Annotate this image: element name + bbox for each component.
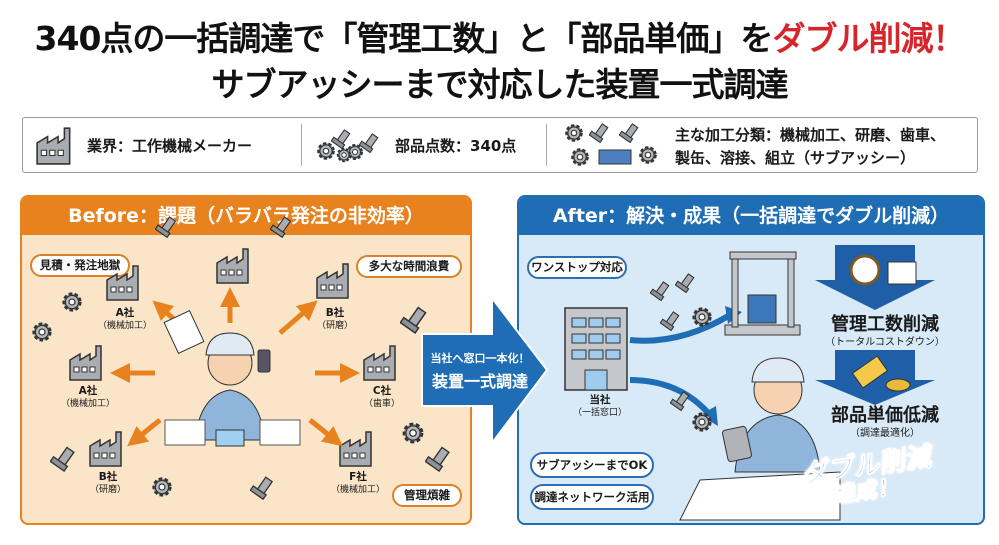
parts-count-label: 部品点数：340点 bbox=[395, 137, 517, 155]
company-label: 当社（一括窓口） bbox=[572, 394, 627, 418]
price-tag-icon bbox=[851, 355, 889, 389]
after-header: After：解決・成果（一括調達でダブル削減） bbox=[519, 197, 983, 235]
parts-pile-icon bbox=[317, 129, 379, 163]
before-header: Before：課題（バラバラ発注の非効率） bbox=[22, 197, 470, 235]
processing-icons bbox=[565, 123, 657, 166]
info-bar: 業界：工作機械メーカー 部品点数：340点 主な加工分類：機械加工、研磨、歯車、… bbox=[22, 117, 978, 173]
industry-label: 業界：工作機械メーカー bbox=[87, 137, 253, 155]
speech-bubble: 見積・発注地獄 bbox=[30, 254, 130, 277]
subassembly-badge: サブアッシーまでOK bbox=[530, 452, 654, 478]
documents-icon bbox=[887, 261, 917, 285]
divider bbox=[301, 124, 302, 166]
building-icon bbox=[564, 307, 628, 391]
headline-highlight: ダブル削減！ bbox=[772, 19, 965, 58]
network-badge: 調達ネットワーク活用 bbox=[530, 484, 654, 510]
supplier-arrows bbox=[32, 216, 450, 500]
result-labor-reduction: 管理工数削減 bbox=[831, 314, 939, 335]
transition-line-1: 当社へ窓口一本化！ bbox=[430, 352, 530, 365]
supplier-label: C社（歯車） bbox=[363, 385, 400, 409]
transition-label: 当社へ窓口一本化！ 装置一式調達 bbox=[424, 350, 536, 392]
supplier-label: B社（研磨） bbox=[316, 307, 353, 331]
supplier-label: A社（機械加工） bbox=[60, 385, 115, 409]
headline-text: 340点の一括調達で「管理工数」と「部品単価」を bbox=[34, 19, 774, 58]
factory-icon bbox=[35, 124, 77, 166]
divider bbox=[546, 124, 547, 166]
processing-label-2: 製缶、溶接、組立（サブアッシー） bbox=[675, 149, 916, 167]
processing-label-1: 主な加工分類：機械加工、研磨、歯車、 bbox=[675, 126, 946, 144]
headline-line-1: 340点の一括調達で「管理工数」と「部品単価」をダブル削減！ bbox=[0, 12, 999, 60]
speech-bubble: 管理煩雑 bbox=[392, 484, 462, 507]
transition-line-2: 装置一式調達 bbox=[431, 372, 528, 391]
supplier-label: F社（機械加工） bbox=[330, 471, 385, 495]
after-illustration bbox=[564, 245, 935, 521]
clock-icon bbox=[849, 254, 881, 286]
supplier-label: B社（研磨） bbox=[89, 471, 126, 495]
worker-illustration bbox=[163, 310, 301, 447]
result-unit-price-sub: （調達最適化） bbox=[850, 428, 920, 439]
result-labor-sub: （トータルコストダウン） bbox=[825, 337, 945, 348]
result-unit-price-reduction: 部品単価低減 bbox=[831, 405, 939, 426]
coins-icon bbox=[885, 378, 911, 392]
headline-line-2: サブアッシーまで対応した装置一式調達 bbox=[211, 65, 789, 104]
happy-worker-illustration bbox=[679, 357, 841, 521]
machine-assembly-icon bbox=[724, 251, 801, 336]
speech-bubble: 多大な時間浪費 bbox=[356, 255, 462, 278]
speech-bubble: ワンストップ対応 bbox=[527, 256, 627, 279]
supplier-label: A社（機械加工） bbox=[97, 307, 152, 331]
transition-arrow-icon bbox=[421, 295, 549, 446]
